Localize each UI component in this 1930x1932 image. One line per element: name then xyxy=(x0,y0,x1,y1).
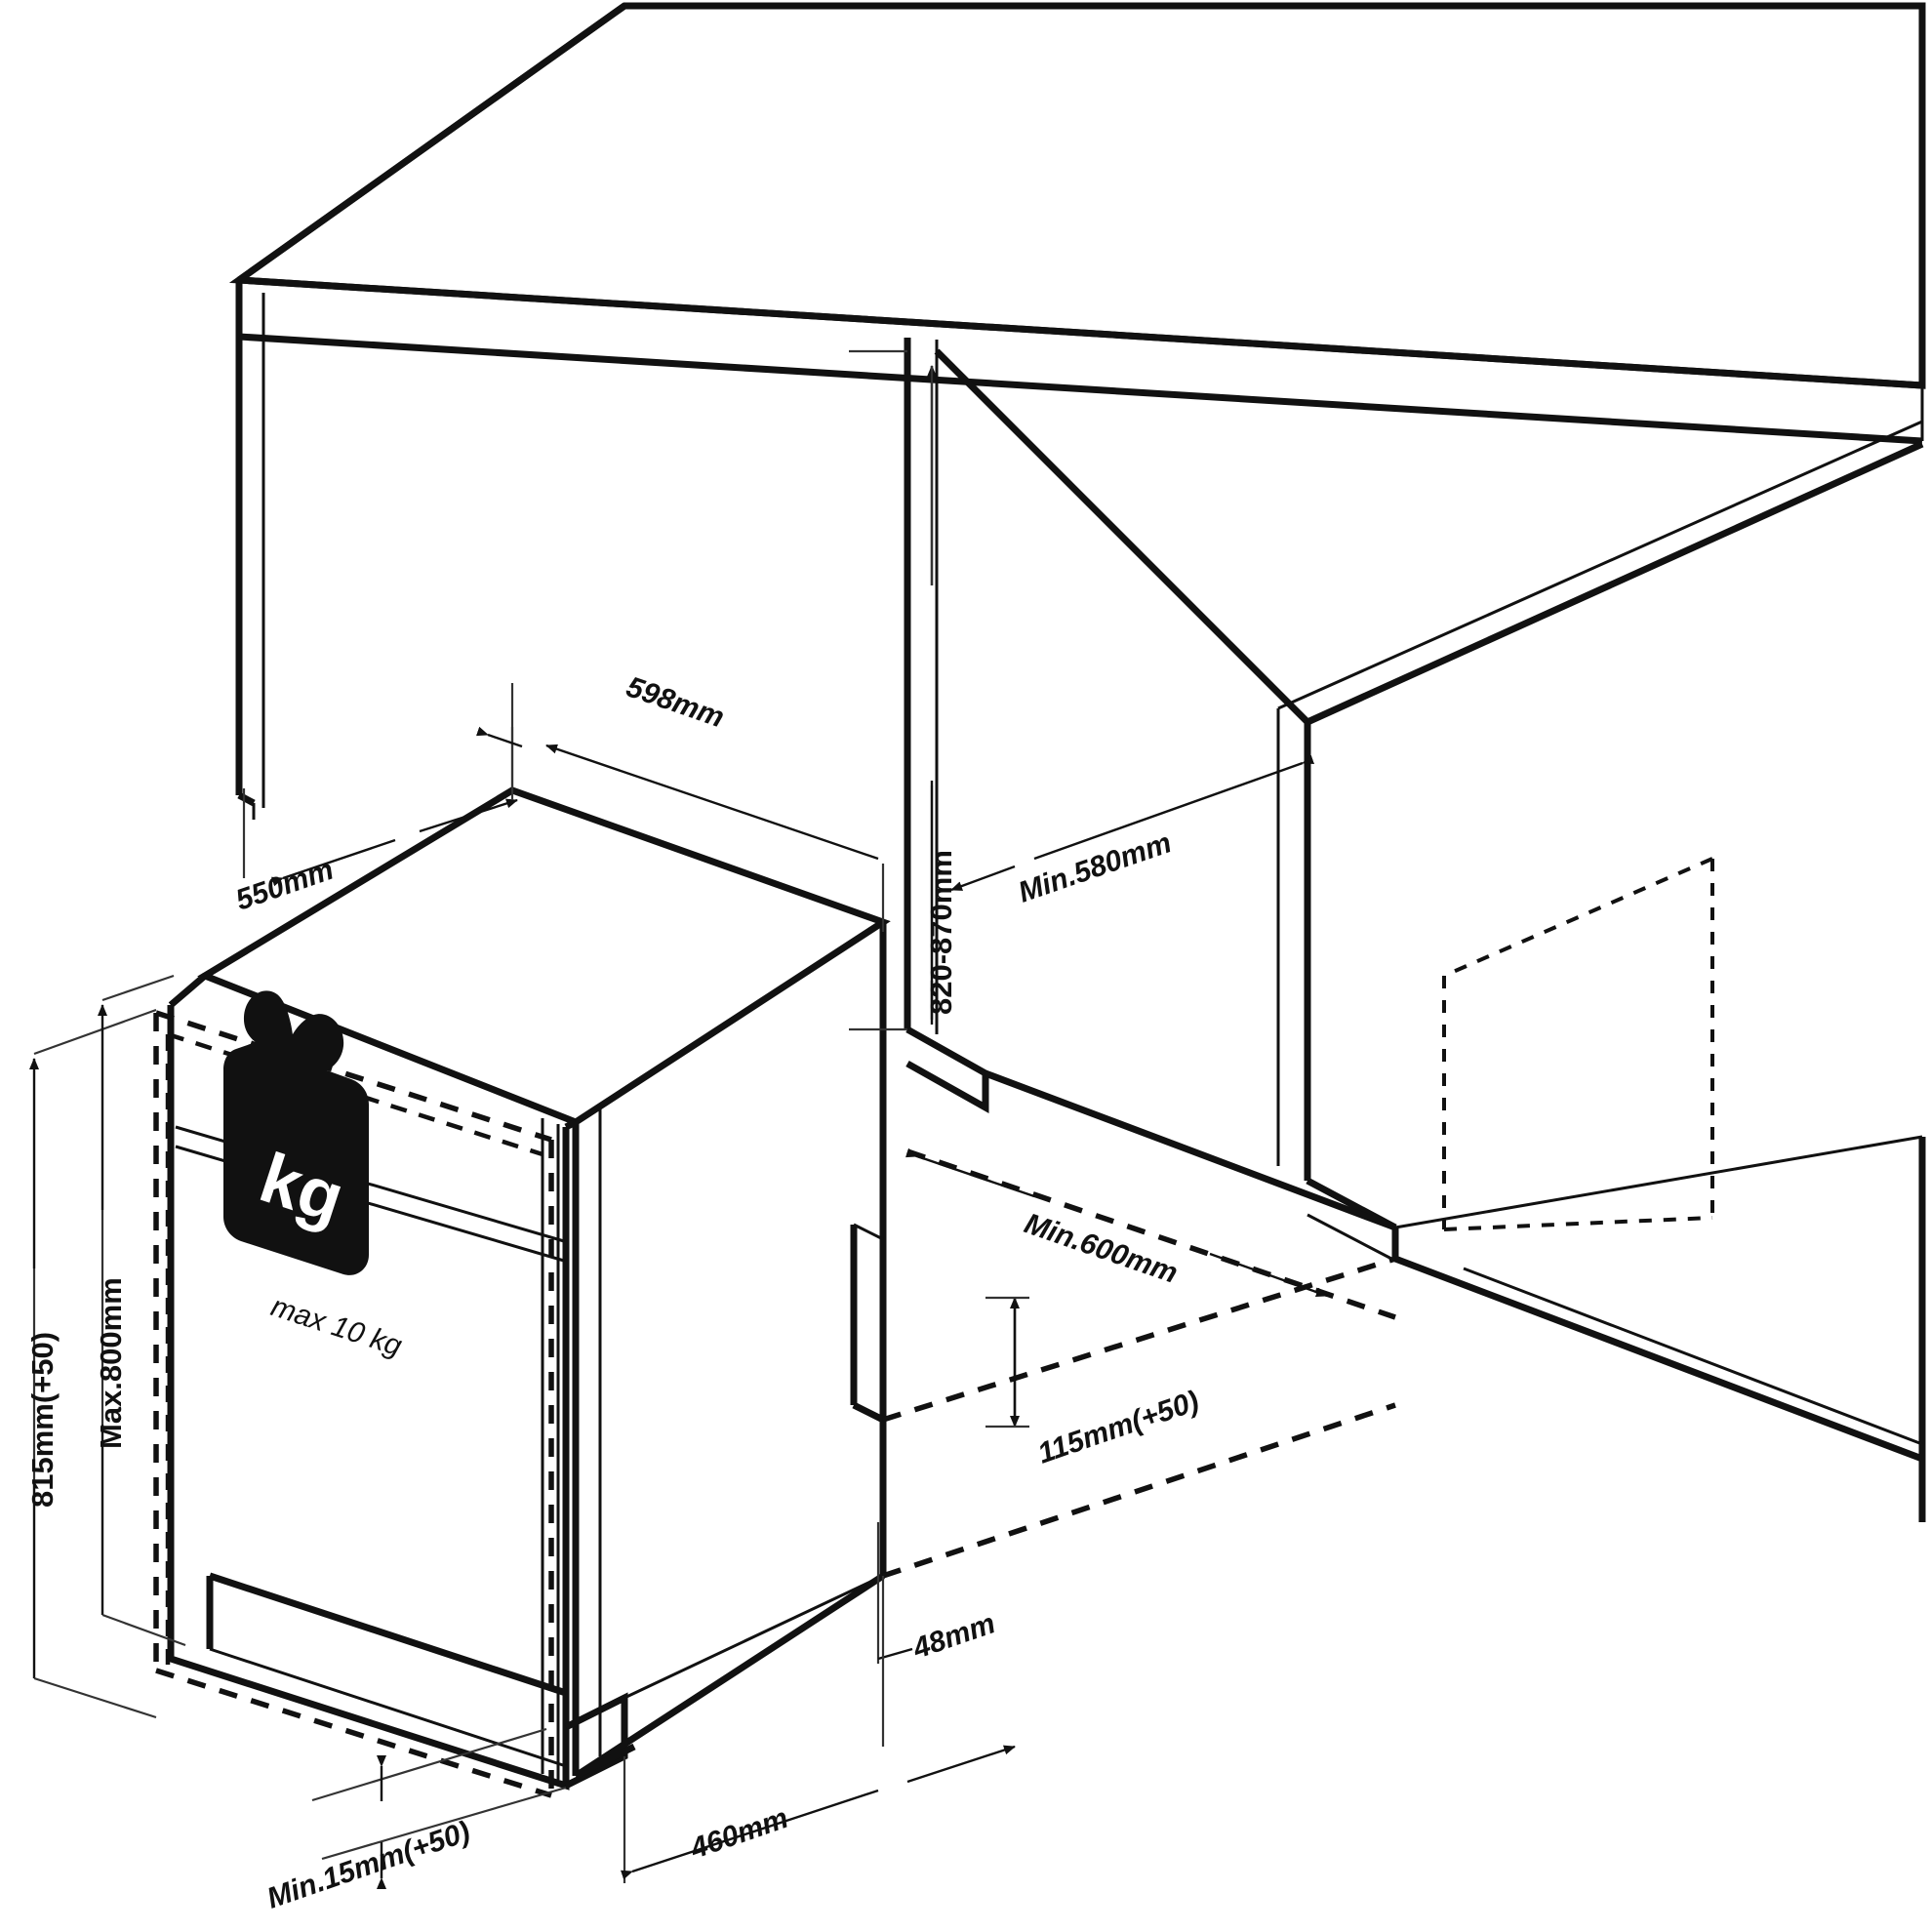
dimension-115mm: 115mm(+50) xyxy=(985,1296,1203,1470)
dimension-max800mm: Max.800mm xyxy=(94,974,186,1647)
label-115mm: 115mm(+50) xyxy=(1034,1385,1203,1469)
dimension-820-870mm: 820-870mm xyxy=(849,349,958,1031)
countertop-body xyxy=(228,2,1926,1522)
floor-projection-lines xyxy=(882,1148,1396,1579)
label-min15mm: Min.15mm(+50) xyxy=(263,1816,474,1915)
max-load-caption: max 10 kg xyxy=(267,1290,406,1362)
dimension-550mm: 550mm xyxy=(232,683,518,917)
label-48mm: 48mm xyxy=(908,1607,1000,1666)
label-460mm: 460mm xyxy=(686,1802,792,1866)
dimension-min580mm: Min.580mm xyxy=(950,754,1315,909)
label-598mm: 598mm xyxy=(623,670,729,734)
dimension-min15mm: Min.15mm(+50) xyxy=(263,1727,567,1915)
label-820-870mm: 820-870mm xyxy=(924,850,958,1015)
dimension-815mm: 815mm(+50) xyxy=(25,1008,157,1719)
label-min580mm: Min.580mm xyxy=(1015,826,1176,908)
dishwasher-body xyxy=(153,786,891,1798)
label-max800mm: Max.800mm xyxy=(94,1277,128,1449)
label-815mm: 815mm(+50) xyxy=(25,1332,60,1508)
